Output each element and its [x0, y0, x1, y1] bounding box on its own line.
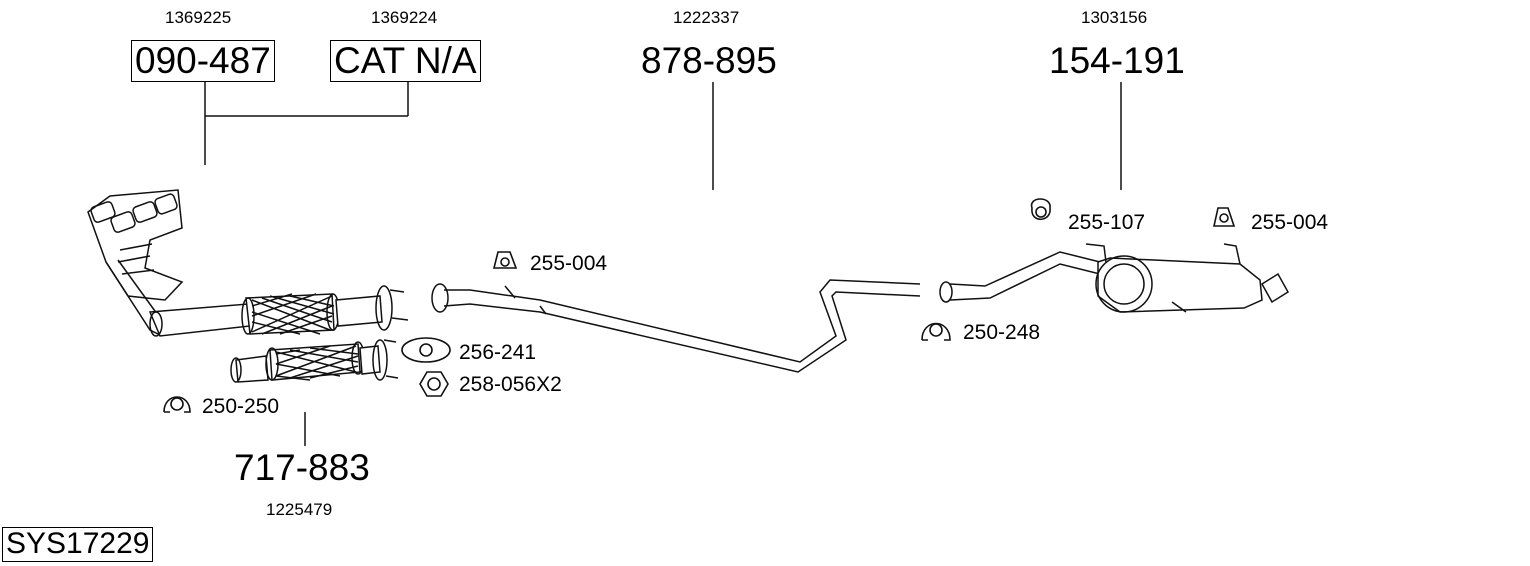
part-ref-label: 1303156 — [1081, 8, 1148, 27]
part-ref-label: 1369224 — [371, 8, 438, 27]
flex-pipe-717-883 — [230, 339, 399, 383]
fitting-label: 256-241 — [459, 341, 537, 364]
catalytic-converter-manifold — [87, 189, 409, 337]
part-number-label: CAT N/A — [330, 40, 481, 82]
part-number-label: 154-191 — [1049, 40, 1185, 81]
fitting-label: 250-248 — [963, 321, 1041, 344]
part-number-label: 717-883 — [234, 447, 370, 488]
rear-silencer-154-191 — [939, 243, 1290, 313]
part-ref-label: 1225479 — [266, 500, 333, 519]
part-number-label: 878-895 — [641, 40, 777, 81]
system-code-label: SYS17229 — [2, 527, 154, 562]
clamp-icon — [921, 322, 951, 341]
clamp-icon — [163, 396, 191, 413]
fitting-label: 258-056X2 — [459, 373, 562, 396]
part-ref-label: 1222337 — [673, 8, 740, 27]
fitting-label: 255-004 — [530, 252, 608, 275]
fitting-label: 250-250 — [202, 395, 280, 418]
hanger-icon — [1213, 207, 1236, 227]
leader-lines — [204, 80, 1122, 446]
hanger-icon — [1030, 198, 1051, 221]
gasket-icon — [401, 337, 451, 363]
middle-pipe-878-895 — [431, 279, 921, 373]
fitting-label: 255-004 — [1251, 211, 1329, 234]
fitting-label: 255-107 — [1068, 211, 1146, 234]
nut-icon — [419, 371, 449, 397]
part-ref-label: 1369225 — [165, 8, 232, 27]
part-number-label: 090-487 — [131, 40, 275, 82]
hanger-icon — [492, 251, 518, 269]
